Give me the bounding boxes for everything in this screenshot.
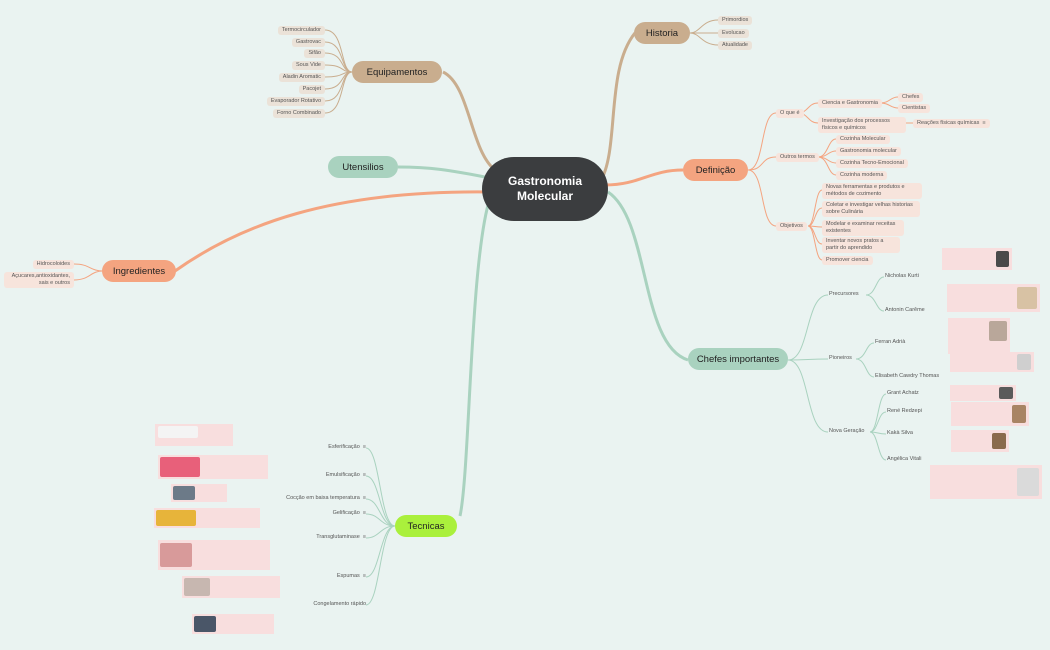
definicao-ciencia-gastronomia[interactable]: Ciencia e Gastronomia	[818, 99, 882, 108]
note-icon: ≡	[362, 534, 366, 540]
photo	[173, 486, 195, 500]
equipamento-item[interactable]: Aladin Aromatic	[278, 73, 325, 82]
topic-ingredientes[interactable]: Ingredientes	[102, 260, 176, 282]
equipamento-item[interactable]: Evaporador Rotativo	[266, 97, 325, 106]
photo	[160, 457, 200, 477]
photo	[1012, 405, 1026, 423]
photo	[992, 433, 1006, 449]
definicao-outros-termos[interactable]: Outros termos	[776, 153, 819, 162]
photo	[194, 616, 216, 632]
chefe-item[interactable]: Kakà Silva	[887, 430, 913, 436]
chefe-item[interactable]: Elisabeth Cawdry Thomas	[875, 373, 940, 379]
chefes-nova-geracao[interactable]: Nova Geração	[829, 428, 865, 434]
note-icon: ≡	[362, 472, 366, 478]
equipamento-item[interactable]: Sous Vide	[292, 61, 325, 70]
note-emulsificacao	[158, 455, 268, 479]
photo	[184, 578, 210, 596]
definicao-oque[interactable]: O que é	[776, 109, 804, 118]
photo	[989, 321, 1007, 341]
objetivo-item[interactable]: Coletar e investigar velhas historias so…	[822, 201, 920, 217]
note-elisabeth-thomas	[950, 352, 1034, 372]
definicao-chefes[interactable]: Chefes	[898, 93, 924, 102]
note-grant-achatz	[950, 385, 1016, 401]
note-antonin-careme	[947, 284, 1040, 312]
chefe-item[interactable]: René Redzepi	[887, 408, 922, 414]
note-transglutaminase	[158, 540, 270, 570]
central-topic[interactable]: Gastronomia Molecular	[482, 157, 608, 221]
tecnica-item[interactable]: Transglutaminase≡	[316, 534, 366, 540]
tecnica-item[interactable]: Gelificação≡	[332, 510, 366, 516]
definicao-investigacao[interactable]: Investigação dos processos físicos e quí…	[818, 117, 906, 133]
historia-item[interactable]: Atualidade	[718, 41, 752, 50]
photo	[156, 510, 196, 526]
note-kaka-silva	[951, 430, 1009, 452]
topic-utensilios[interactable]: Utensilios	[328, 156, 398, 178]
equipamento-item[interactable]: Termocirculador	[277, 26, 325, 35]
note-icon: ≡	[362, 573, 366, 579]
photo	[1017, 287, 1037, 309]
tecnica-item[interactable]: Cocção em baixa temperatura≡	[286, 495, 366, 501]
photo	[158, 426, 198, 438]
ingrediente-item[interactable]: Açucares,antioxidantes, sais e outros	[4, 272, 74, 288]
outros-termo[interactable]: Cozinha moderna	[836, 171, 888, 180]
photo	[999, 387, 1013, 399]
note-esferificacao	[155, 424, 233, 446]
topic-definicao[interactable]: Definição	[683, 159, 748, 181]
tecnica-item[interactable]: Congelamento rápido	[313, 601, 366, 607]
note-icon: ≡	[362, 510, 366, 516]
note-icon: ≡	[982, 120, 986, 126]
chefes-precursores[interactable]: Precursores	[829, 291, 859, 297]
objetivo-item[interactable]: Inventar novos pratos a partir do aprend…	[822, 237, 900, 253]
equipamento-item[interactable]: Forno Combinado	[272, 109, 325, 118]
note-angelica-vitali	[930, 465, 1042, 499]
note-espumas	[182, 576, 280, 598]
photo	[1017, 468, 1039, 496]
objetivo-item[interactable]: Novas ferramentas e produtos e métodos d…	[822, 183, 922, 199]
equipamento-item[interactable]: Gastrovac	[291, 38, 325, 47]
chefe-item[interactable]: Nicholas Kurti	[885, 273, 919, 279]
note-coccao	[171, 484, 227, 502]
note-icon: ≡	[362, 495, 366, 501]
equipamento-item[interactable]: Pacojet	[298, 85, 325, 94]
historia-item[interactable]: Primordios	[718, 16, 753, 25]
topic-historia[interactable]: Historia	[634, 22, 690, 44]
outros-termo[interactable]: Cozinha Molecular	[836, 135, 890, 144]
objetivo-item[interactable]: Promover ciencia	[822, 256, 873, 265]
topic-equipamentos[interactable]: Equipamentos	[352, 61, 442, 83]
photo	[160, 543, 192, 567]
tecnica-item[interactable]: Esferificação≡	[328, 444, 366, 450]
outros-termo[interactable]: Cozinha Tecno-Emocional	[836, 159, 908, 168]
topic-chefes-importantes[interactable]: Chefes importantes	[688, 348, 788, 370]
note-nicholas-kurti	[942, 248, 1012, 270]
note-ferran-adria	[948, 318, 1010, 354]
historia-item[interactable]: Evolucao	[718, 29, 749, 38]
chefe-item[interactable]: Angélica Vitali	[887, 456, 922, 462]
definicao-cientistas[interactable]: Cientistas	[898, 104, 931, 113]
tecnica-item[interactable]: Espumas≡	[336, 573, 366, 579]
outros-termo[interactable]: Gastronomia molecular	[836, 147, 901, 156]
note-gelificacao	[154, 508, 260, 528]
topic-tecnicas[interactable]: Tecnicas	[395, 515, 457, 537]
chefe-item[interactable]: Grant Achatz	[887, 390, 919, 396]
chefe-item[interactable]: Antonin Carême	[885, 307, 925, 313]
note-rene-redzepi	[951, 402, 1029, 426]
definicao-reacoes[interactable]: Reações físicas químicas≡	[913, 119, 990, 128]
note-congelamento	[192, 614, 274, 634]
photo	[996, 251, 1009, 267]
definicao-objetivos[interactable]: Objetivos	[776, 222, 807, 231]
ingrediente-item[interactable]: Hidrocoloides	[32, 260, 74, 269]
tecnica-item[interactable]: Emulsificação≡	[325, 472, 366, 478]
objetivo-item[interactable]: Modelar e examinar receitas existentes	[822, 220, 904, 236]
chefes-pioneiros[interactable]: Pioneiros	[829, 355, 852, 361]
equipamento-item[interactable]: Sifão	[304, 49, 325, 58]
chefe-item[interactable]: Ferran Adrià	[875, 339, 906, 345]
photo	[1017, 354, 1031, 370]
note-icon: ≡	[362, 444, 366, 450]
